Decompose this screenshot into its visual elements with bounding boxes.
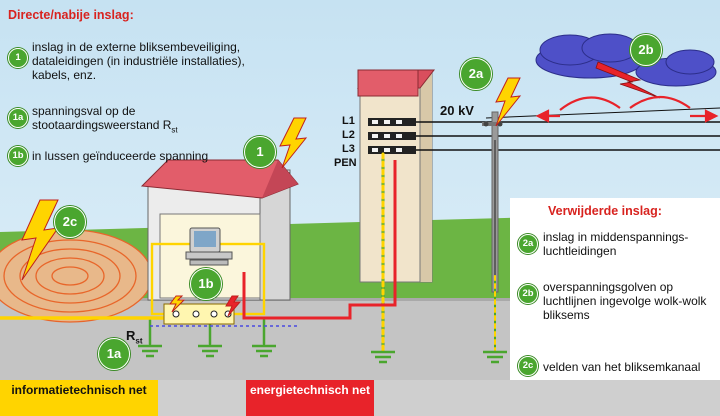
badge-1b: 1b [8, 146, 28, 166]
resistor-label: Rst [126, 328, 143, 346]
remote-strike-title: Verwijderde inslag: [548, 204, 662, 218]
direct-strike-title: Directe/nabije inslag: [8, 8, 134, 22]
computer-icon [185, 227, 233, 266]
remote-item-2a-text: inslag in middenspannings-luchtleidingen [543, 230, 689, 258]
direct-item-1a-label: spanningsval op de stootaardingsweerstan… [32, 104, 172, 132]
earth-wiring [148, 152, 496, 352]
direct-item-1a-subscript: st [171, 125, 178, 135]
scene-badge-2a: 2a [460, 58, 492, 90]
field-rings [0, 229, 153, 323]
wire-label-l1: L1 [342, 115, 355, 127]
voltage-label: 20 kV [440, 103, 474, 118]
wire-label-l2: L2 [342, 129, 355, 141]
badge-1a: 1a [8, 108, 28, 128]
scene-badge-1: 1 [244, 136, 276, 168]
cabling [0, 160, 397, 327]
wire-label-pen: PEN [334, 157, 357, 169]
scene-badge-2b: 2b [630, 34, 662, 66]
substation-icon [356, 69, 436, 283]
direct-item-1-text: inslag in de externe bliksembeveiliging,… [32, 40, 245, 82]
lightning-icon [21, 77, 522, 317]
energy-net-box: energietechnisch net [246, 380, 374, 416]
info-net-box: informatietechnisch net [0, 380, 158, 416]
badge-2c: 2c [518, 356, 538, 376]
ground-icon [138, 344, 507, 364]
overhead-lines [416, 107, 720, 151]
cloud-icon [535, 33, 717, 87]
overvoltage-waves [535, 96, 719, 123]
scene-badge-1a: 1a [98, 338, 130, 370]
wire-label-l3: L3 [342, 143, 355, 155]
resistor-label-subscript: st [135, 336, 143, 346]
badge-2b: 2b [518, 284, 538, 304]
direct-item-1a-text: spanningsval op de stootaardingsweerstan… [32, 104, 202, 137]
remote-item-2b-text: overspanningsgolven op luchtlijnen ingev… [543, 280, 707, 322]
badge-1: 1 [8, 48, 28, 68]
resistor-label-main: R [126, 328, 136, 343]
scene-badge-1b: 1b [190, 268, 222, 300]
remote-item-2c-text: velden van het bliksemkanaal [543, 360, 701, 374]
scene-badge-2c: 2c [54, 206, 86, 238]
direct-item-1b-text: in lussen geïnduceerde spanning [32, 149, 209, 163]
badge-2a: 2a [518, 234, 538, 254]
remote-panel [510, 198, 720, 394]
